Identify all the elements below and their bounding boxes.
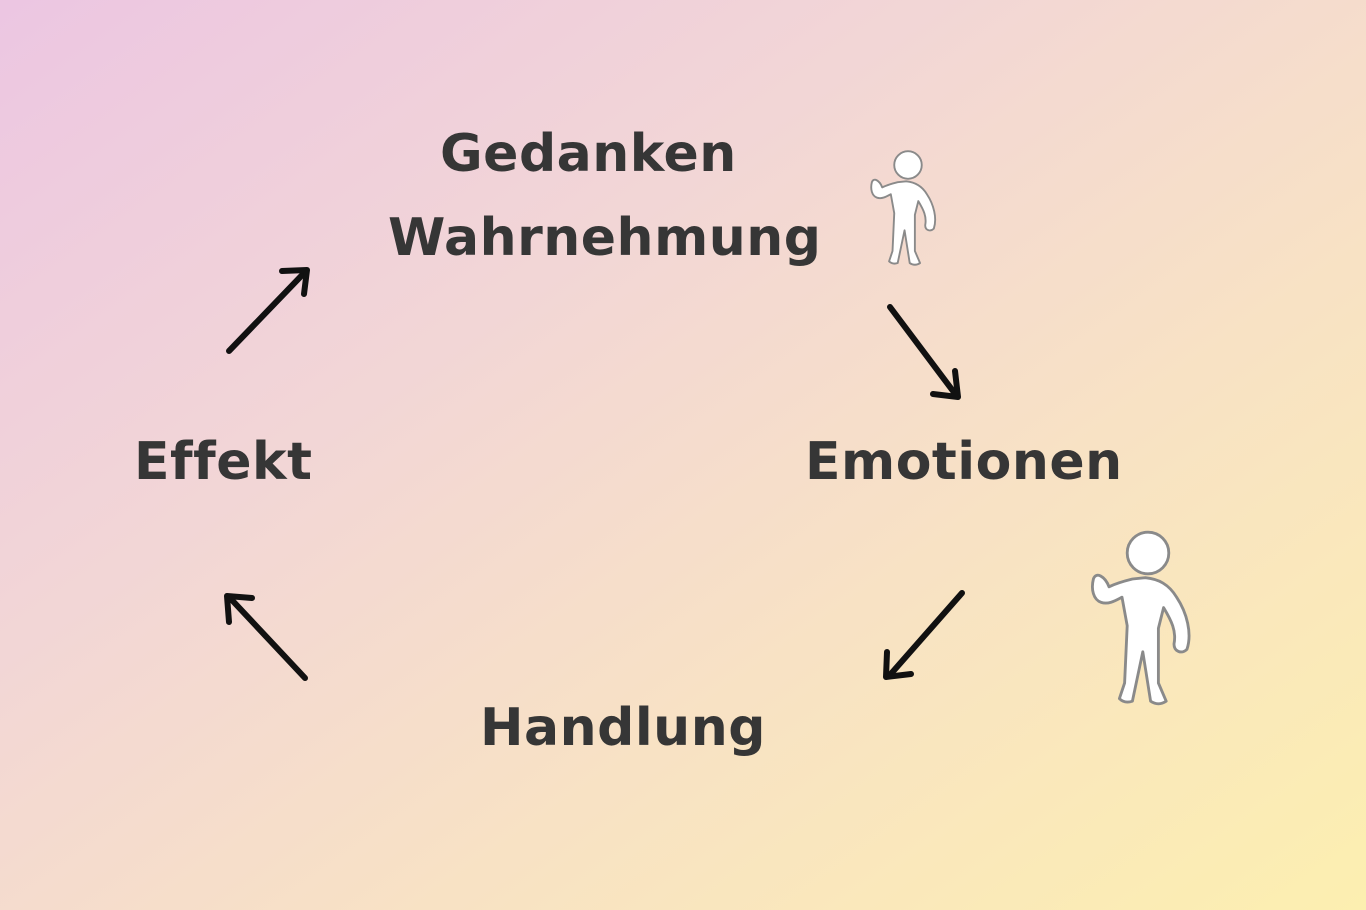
node-gedanken: Gedanken [440,124,737,184]
node-handlung: Handlung [480,698,766,758]
stop-hand-figure-icon [870,150,937,266]
arrow-effekt-to-gedanken [226,267,310,354]
node-effekt: Effekt [134,432,313,492]
node-wahrnehmung: Wahrnehmung [388,208,822,268]
arrow-gedanken-to-emotionen [887,304,961,400]
node-emotionen: Emotionen [805,432,1123,492]
arrow-emotionen-to-handlung [883,590,965,680]
arrow-handlung-to-effekt [224,593,308,681]
stop-hand-figure-icon [1090,530,1191,706]
